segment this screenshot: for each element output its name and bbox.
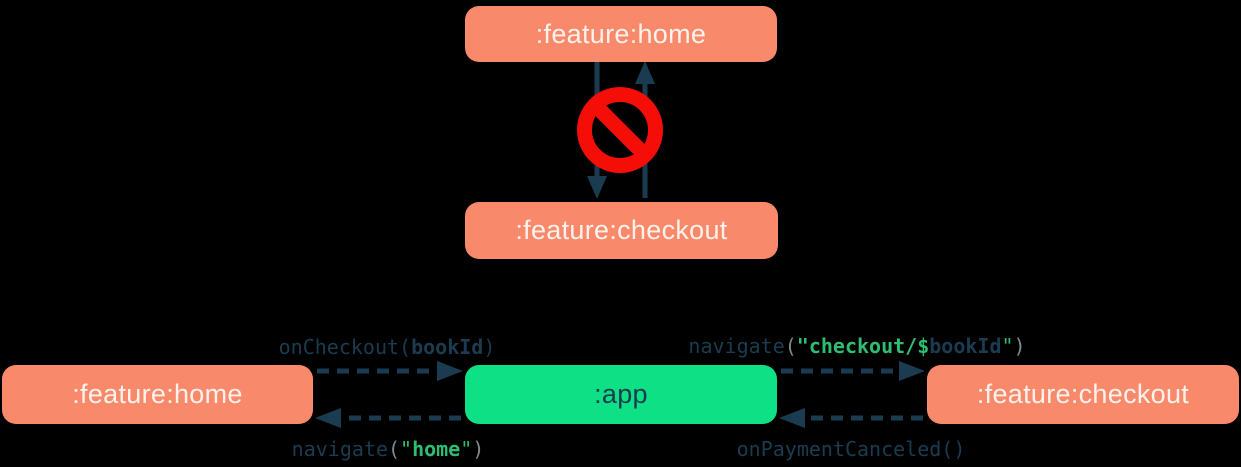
module-node-feature-checkout: :feature:checkout [927,365,1239,424]
no-entry-icon [577,87,663,173]
edge-label-oncheckout: onCheckout(bookId) [278,335,496,359]
module-node-feature-home: :feature:home [2,365,313,424]
module-node-feature-checkout-top: :feature:checkout [465,202,778,259]
edge-checkout-to-app [779,408,923,428]
module-node-feature-home-top: :feature:home [465,6,777,62]
edge-home-to-checkout-blocked [587,62,607,199]
edge-label-navigate-home: navigate("home") [291,437,485,461]
edge-label-onpaymentcanceled: onPaymentCanceled() [736,437,966,461]
edge-home-to-app [317,361,463,381]
edge-checkout-to-home-blocked [635,61,655,198]
edge-app-to-checkout [781,361,925,381]
module-node-app: :app [465,365,777,424]
edge-app-to-home [315,408,461,428]
edge-label-navigate-checkout: navigate("checkout/$bookId") [688,334,1026,358]
